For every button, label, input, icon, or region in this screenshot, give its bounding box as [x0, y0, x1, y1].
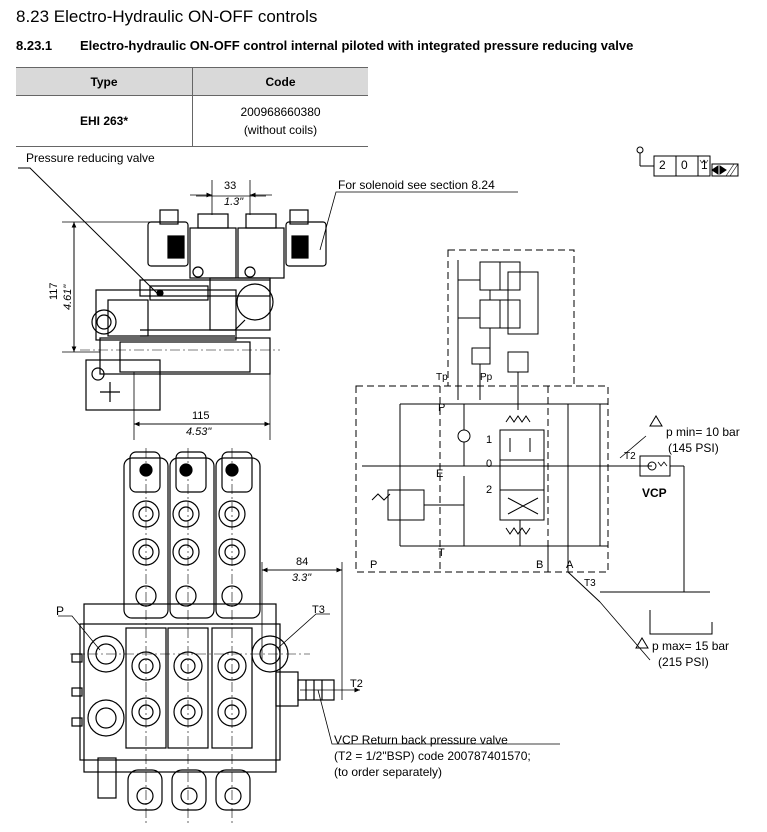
- schematic-b-label: B: [536, 559, 544, 571]
- spool-position-1: 1: [486, 434, 493, 446]
- pressure-reducing-valve-label: Pressure reducing valve: [26, 151, 155, 165]
- spool-position-2: 2: [486, 484, 493, 496]
- port-p-label: P: [56, 604, 65, 618]
- dimension-117: [62, 221, 160, 353]
- dimension-84-mm: 84: [296, 556, 309, 568]
- column-header-code: Code: [192, 67, 368, 96]
- section-heading: 8.23.1 Electro-hydraulic ON-OFF control i…: [16, 38, 633, 53]
- vcp-note-line1: VCP Return back pressure valve: [334, 733, 508, 747]
- port-pp-label: Pp: [480, 372, 493, 383]
- hydraulic-schematic: [355, 146, 739, 661]
- position-1: 1: [701, 158, 708, 172]
- page-title: 8.23 Electro-Hydraulic ON-OFF controls: [16, 7, 318, 26]
- dimension-33-mm: 33: [224, 180, 237, 192]
- dimension-33: [190, 180, 272, 215]
- schematic-a-label: A: [566, 559, 574, 571]
- spec-table: Type Code EHI 263* 200968660380 (without…: [16, 67, 368, 147]
- position-2: 2: [659, 158, 666, 172]
- column-header-type: Type: [16, 67, 193, 96]
- vcp-note-line3: (to order separately): [334, 765, 443, 779]
- code-note: (without coils): [243, 123, 318, 137]
- position-0: 0: [681, 158, 688, 172]
- section-title: Electro-hydraulic ON-OFF control interna…: [80, 38, 634, 53]
- table-row: EHI 263* 200968660380 (without coils): [16, 95, 368, 147]
- vcp-label: VCP: [642, 486, 667, 500]
- schematic-t2-label: T2: [624, 451, 636, 462]
- schematic-t3-label: T3: [584, 578, 596, 589]
- pmin-line2: (145 PSI): [668, 441, 719, 455]
- schematic-e-label: E: [436, 468, 444, 480]
- pmax-line1: p max= 15 bar: [652, 639, 730, 653]
- spool-position-0: 0: [486, 458, 493, 470]
- type-cell: EHI 263*: [16, 95, 193, 147]
- pmax-line2: (215 PSI): [658, 655, 709, 669]
- code-value: 200968660380: [240, 105, 321, 119]
- dimension-84: [261, 562, 343, 700]
- dimension-115-mm: 115: [192, 410, 210, 422]
- dimension-115: [133, 372, 271, 440]
- side-view-drawing: [18, 167, 327, 411]
- schematic-p-label: P: [438, 402, 446, 414]
- port-tp-label: Tp: [436, 372, 448, 383]
- section-number: 8.23.1: [16, 38, 53, 53]
- dimension-115-in: 4.53": [186, 426, 212, 438]
- pmin-line1: p min= 10 bar: [666, 425, 740, 439]
- solenoid-note-label: For solenoid see section 8.24: [338, 178, 495, 192]
- dimension-33-in: 1.3": [224, 196, 244, 208]
- schematic-t-label: T: [438, 547, 445, 559]
- table-header-row: Type Code: [16, 67, 368, 96]
- schematic-port-p: P: [370, 559, 378, 571]
- dimension-84-in: 3.3": [292, 572, 312, 584]
- port-t3-label: T3: [312, 604, 325, 616]
- port-t2-label: T2: [350, 678, 363, 690]
- dimension-117-mm: 117: [48, 282, 60, 300]
- code-cell: 200968660380 (without coils): [192, 95, 368, 147]
- dimension-117-in: 4.61": [62, 284, 74, 310]
- vcp-note-line2: (T2 = 1/2"BSP) code 200787401570;: [334, 749, 531, 763]
- front-view-drawing: [70, 448, 335, 826]
